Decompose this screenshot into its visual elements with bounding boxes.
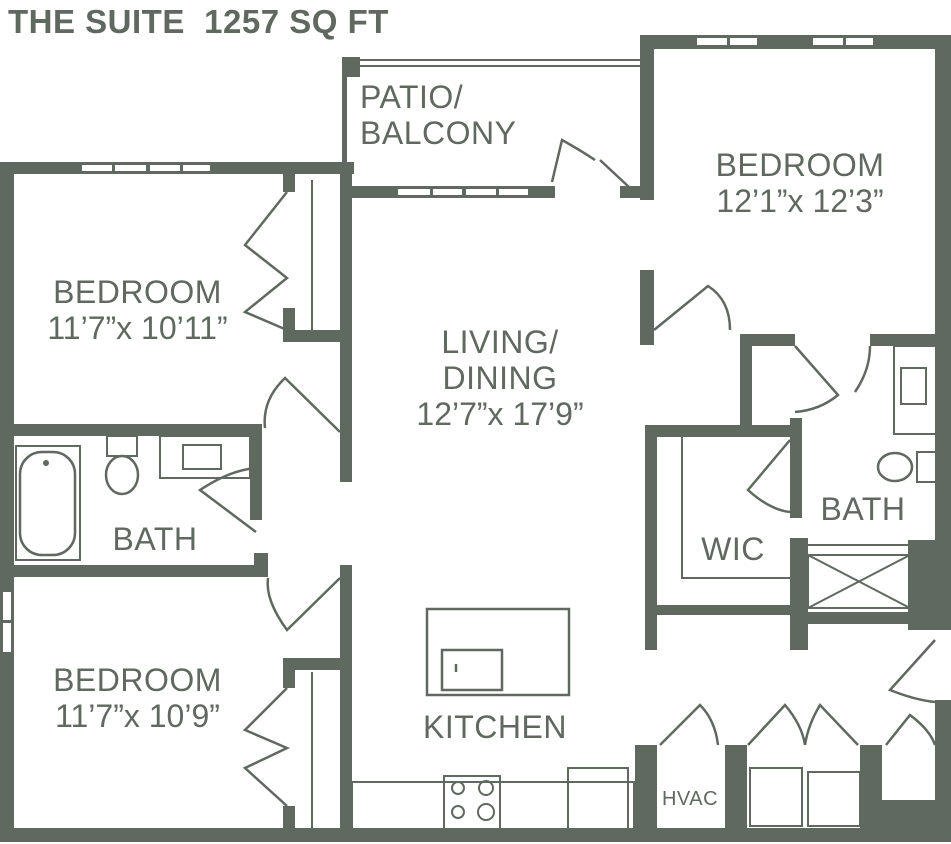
room-dimensions: 11’7”x 10’9” <box>55 697 220 734</box>
room-name: BEDROOM <box>715 147 885 183</box>
plan-title: THE SUITE 1257 SQ FT <box>8 3 389 40</box>
room-bedroom-ne: BEDROOM 12’1”x 12’3” <box>670 147 930 220</box>
room-dimensions: 12’1”x 12’3” <box>716 182 884 219</box>
room-bedroom-nw: BEDROOM 11’7”x 10’11” <box>15 274 260 347</box>
interior-walls <box>0 174 940 835</box>
room-name: PATIO/ <box>360 79 464 115</box>
window-mullions <box>3 38 846 623</box>
room-name: BATH <box>112 521 198 557</box>
room-dimensions: 12’7”x 17’9” <box>416 395 584 432</box>
room-hvac: HVAC <box>655 788 725 810</box>
room-name: BEDROOM <box>53 662 222 698</box>
room-bath-east: BATH <box>803 491 923 528</box>
room-kitchen: KITCHEN <box>395 709 595 746</box>
room-bath-west: BATH <box>95 521 215 558</box>
room-bedroom-sw: BEDROOM 11’7”x 10’9” <box>15 662 260 735</box>
room-name: BATH <box>820 491 906 527</box>
room-patio: PATIO/ BALCONY <box>360 79 560 152</box>
room-name: BALCONY <box>360 114 517 151</box>
room-name: KITCHEN <box>423 709 567 745</box>
room-name: LIVING/ <box>441 324 559 360</box>
room-name: BEDROOM <box>53 274 222 310</box>
room-name: WIC <box>701 531 765 567</box>
room-name: DINING <box>442 359 558 396</box>
room-name: HVAC <box>661 788 719 810</box>
room-living-dining: LIVING/ DINING 12’7”x 17’9” <box>370 324 630 432</box>
room-wic: WIC <box>688 531 778 568</box>
room-dimensions: 11’7”x 10’11” <box>47 309 228 346</box>
